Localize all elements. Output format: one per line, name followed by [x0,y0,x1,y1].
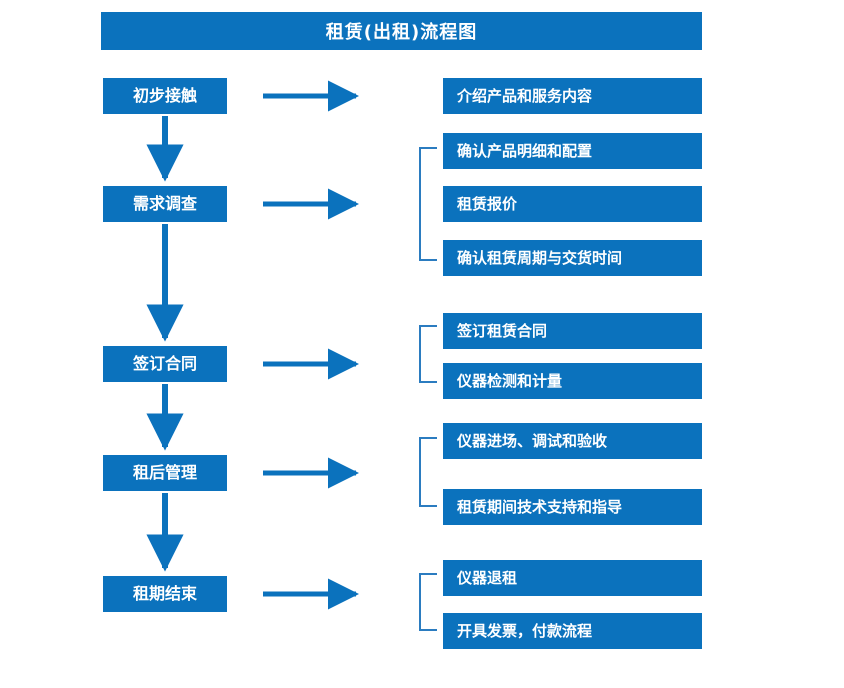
detail-box-1-1[interactable]: 介绍产品和服务内容 [443,78,702,114]
stage-box-2[interactable]: 需求调查 [103,186,227,222]
stage-box-3[interactable]: 签订合同 [103,346,227,382]
detail-box-2-2[interactable]: 租赁报价 [443,186,702,222]
diagram-title: 租赁(出租)流程图 [101,12,702,50]
detail-box-3-1[interactable]: 签订租赁合同 [443,313,702,349]
stage-box-1[interactable]: 初步接触 [103,78,227,114]
detail-box-2-1[interactable]: 确认产品明细和配置 [443,133,702,169]
detail-box-2-3[interactable]: 确认租赁周期与交货时间 [443,240,702,276]
stage-box-4[interactable]: 租后管理 [103,455,227,491]
detail-box-4-1[interactable]: 仪器进场、调试和验收 [443,423,702,459]
detail-box-5-2[interactable]: 开具发票，付款流程 [443,613,702,649]
brace-left-icon-group-5 [419,573,437,631]
brace-left-icon-group-4 [419,437,437,507]
brace-left-icon-group-2 [419,147,437,261]
brace-left-icon-group-3 [419,325,437,383]
detail-box-5-1[interactable]: 仪器退租 [443,560,702,596]
detail-box-3-2[interactable]: 仪器检测和计量 [443,363,702,399]
detail-box-4-2[interactable]: 租赁期间技术支持和指导 [443,489,702,525]
stage-box-5[interactable]: 租期结束 [103,576,227,612]
